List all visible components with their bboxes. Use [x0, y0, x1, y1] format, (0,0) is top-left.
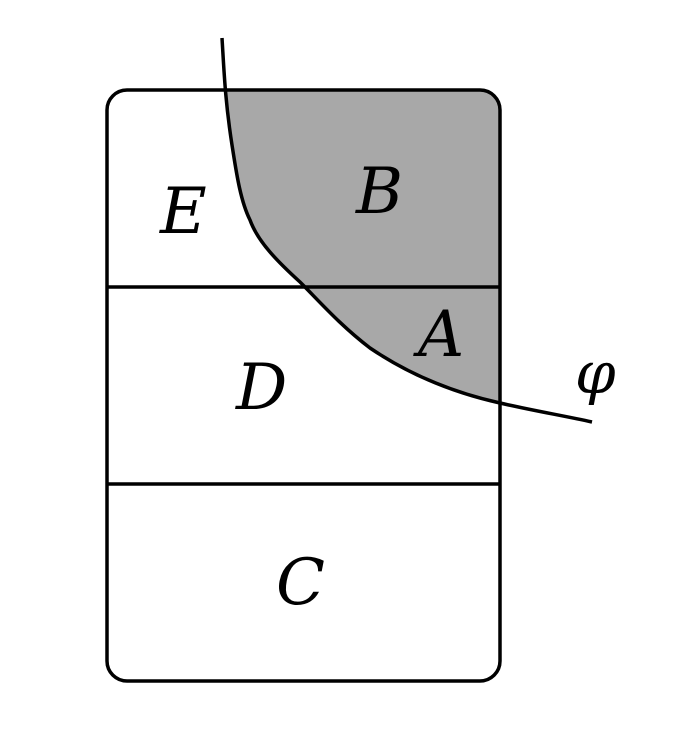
label-b: B	[355, 155, 403, 229]
label-e: E	[159, 175, 207, 249]
label-c: C	[276, 546, 325, 620]
label-a: A	[413, 298, 464, 372]
outer-frame	[105, 88, 502, 683]
label-d: D	[235, 351, 287, 425]
phi-curve	[220, 37, 593, 424]
shaded-region	[225, 90, 500, 403]
label-phi: φ	[575, 339, 616, 407]
